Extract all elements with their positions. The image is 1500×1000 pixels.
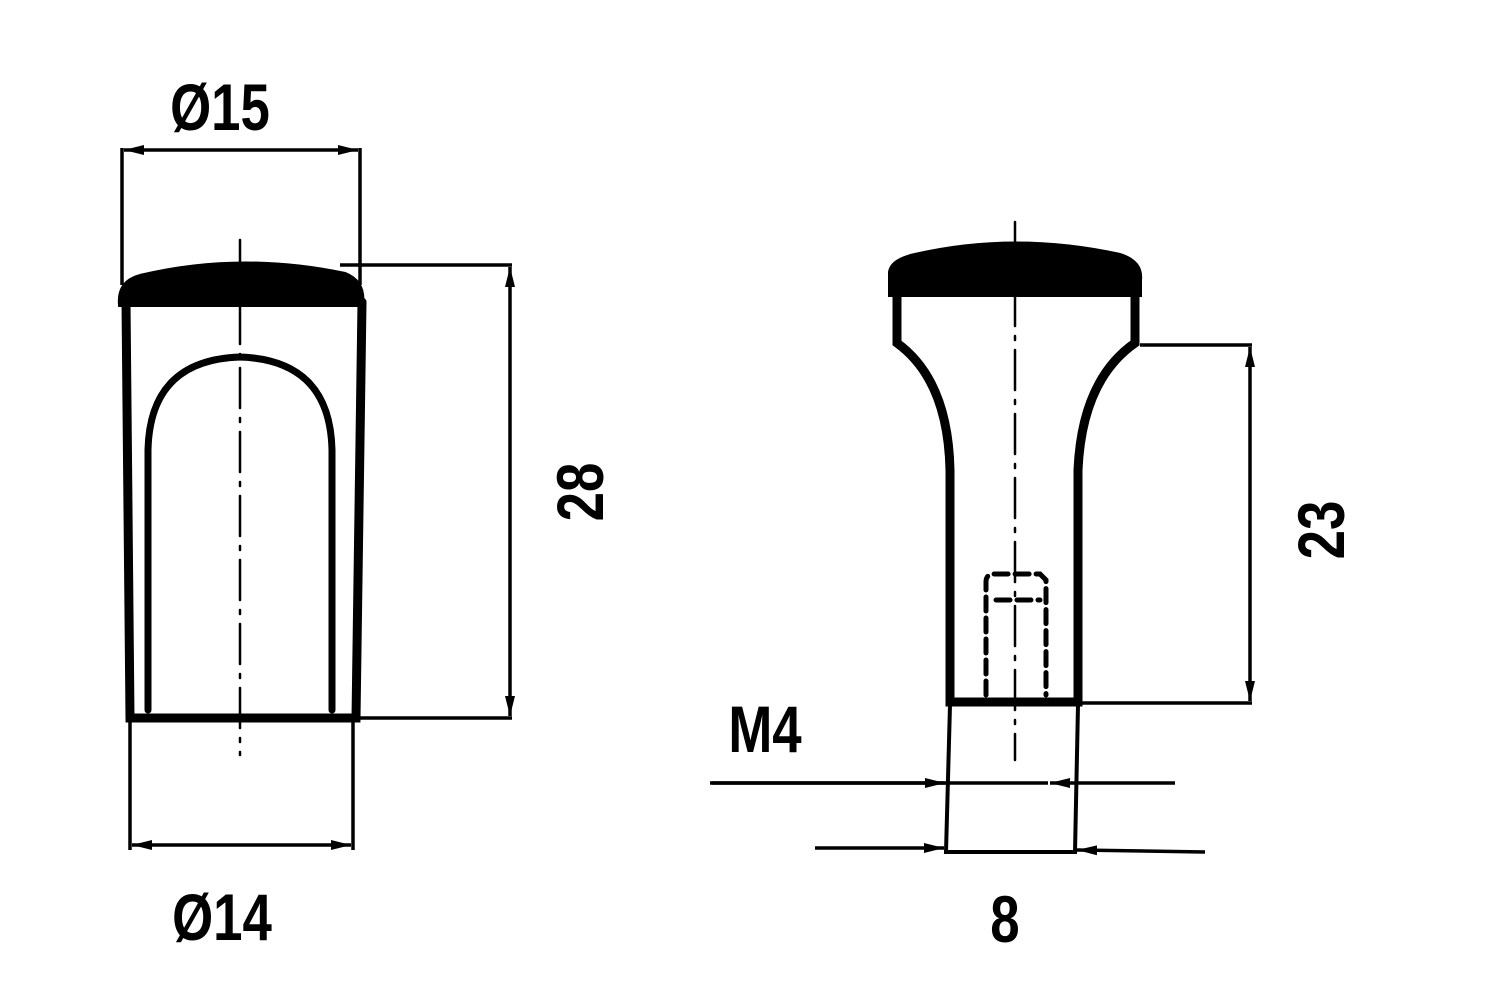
bottom-diameter-label: Ø14 bbox=[172, 880, 272, 954]
thread-m4-label: M4 bbox=[728, 692, 801, 766]
dim-top-diameter bbox=[120, 145, 362, 285]
left-view-knob bbox=[117, 238, 367, 757]
dim-height-28 bbox=[340, 263, 515, 720]
right-shank bbox=[943, 703, 1080, 854]
top-diameter-label: Ø15 bbox=[170, 70, 270, 144]
right-cap bbox=[888, 241, 1143, 297]
shank-width-8-label: 8 bbox=[990, 882, 1019, 956]
height-23-label: 23 bbox=[1284, 501, 1358, 560]
dim-shank-width-8 bbox=[815, 843, 1206, 856]
left-body-outline bbox=[121, 297, 367, 723]
right-view-knob bbox=[888, 220, 1143, 854]
dim-bottom-diameter bbox=[128, 722, 355, 850]
height-28-label: 28 bbox=[543, 463, 617, 522]
dim-height-23 bbox=[1080, 343, 1255, 705]
hidden-thread-hole bbox=[983, 571, 1049, 698]
